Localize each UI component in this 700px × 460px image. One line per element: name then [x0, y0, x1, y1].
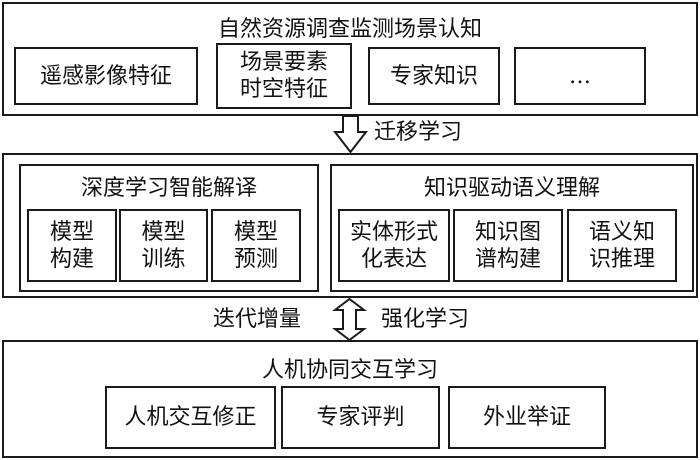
scene-cognition-title: 自然资源调查监测场景认知 — [217, 17, 482, 42]
expert-evaluation-box: 专家评判 — [281, 386, 440, 449]
iterative-increment-label: 迭代增量 — [213, 307, 302, 332]
deep-learning-title: 深度学习智能解译 — [80, 176, 257, 201]
field-verification-box: 外业举证 — [448, 386, 606, 449]
semantic-reasoning-box: 语义知 识推理 — [567, 209, 677, 282]
transfer-learning-arrow-icon — [332, 115, 369, 154]
more-items-box: … — [514, 47, 646, 105]
knowledge-graph-building-box: 知识图 谱构建 — [453, 209, 563, 282]
scene-element-spatiotemporal-box: 场景要素 时空特征 — [216, 43, 352, 109]
model-prediction-box: 模型 预测 — [211, 209, 301, 282]
bidirectional-arrow-icon — [332, 297, 367, 342]
transfer-learning-label: 迁移学习 — [374, 120, 463, 145]
knowledge-driven-title: 知识驱动语义理解 — [423, 176, 600, 201]
deep-learning-panel: 深度学习智能解译 模型 构建 模型 训练 模型 预测 — [19, 164, 319, 292]
knowledge-driven-panel: 知识驱动语义理解 实体形式 化表达 知识图 谱构建 语义知 识推理 — [330, 164, 694, 292]
intelligent-interpretation-section: 深度学习智能解译 模型 构建 模型 训练 模型 预测 知识驱动语义理解 实体形式… — [2, 153, 698, 298]
human-machine-title: 人机协同交互学习 — [261, 358, 438, 383]
human-machine-interaction-section: 人机协同交互学习 人机交互修正 专家评判 外业举证 — [2, 340, 698, 458]
scene-cognition-section: 自然资源调查监测场景认知 遥感影像特征 场景要素 时空特征 专家知识 … — [2, 2, 698, 116]
entity-formalization-box: 实体形式 化表达 — [338, 209, 450, 282]
reinforcement-learning-label: 强化学习 — [381, 307, 470, 332]
remote-sensing-feature-box: 遥感影像特征 — [14, 47, 198, 105]
model-training-box: 模型 训练 — [119, 209, 208, 282]
interactive-correction-box: 人机交互修正 — [105, 386, 276, 449]
expert-knowledge-box: 专家知识 — [368, 47, 500, 105]
model-building-box: 模型 构建 — [27, 209, 117, 282]
